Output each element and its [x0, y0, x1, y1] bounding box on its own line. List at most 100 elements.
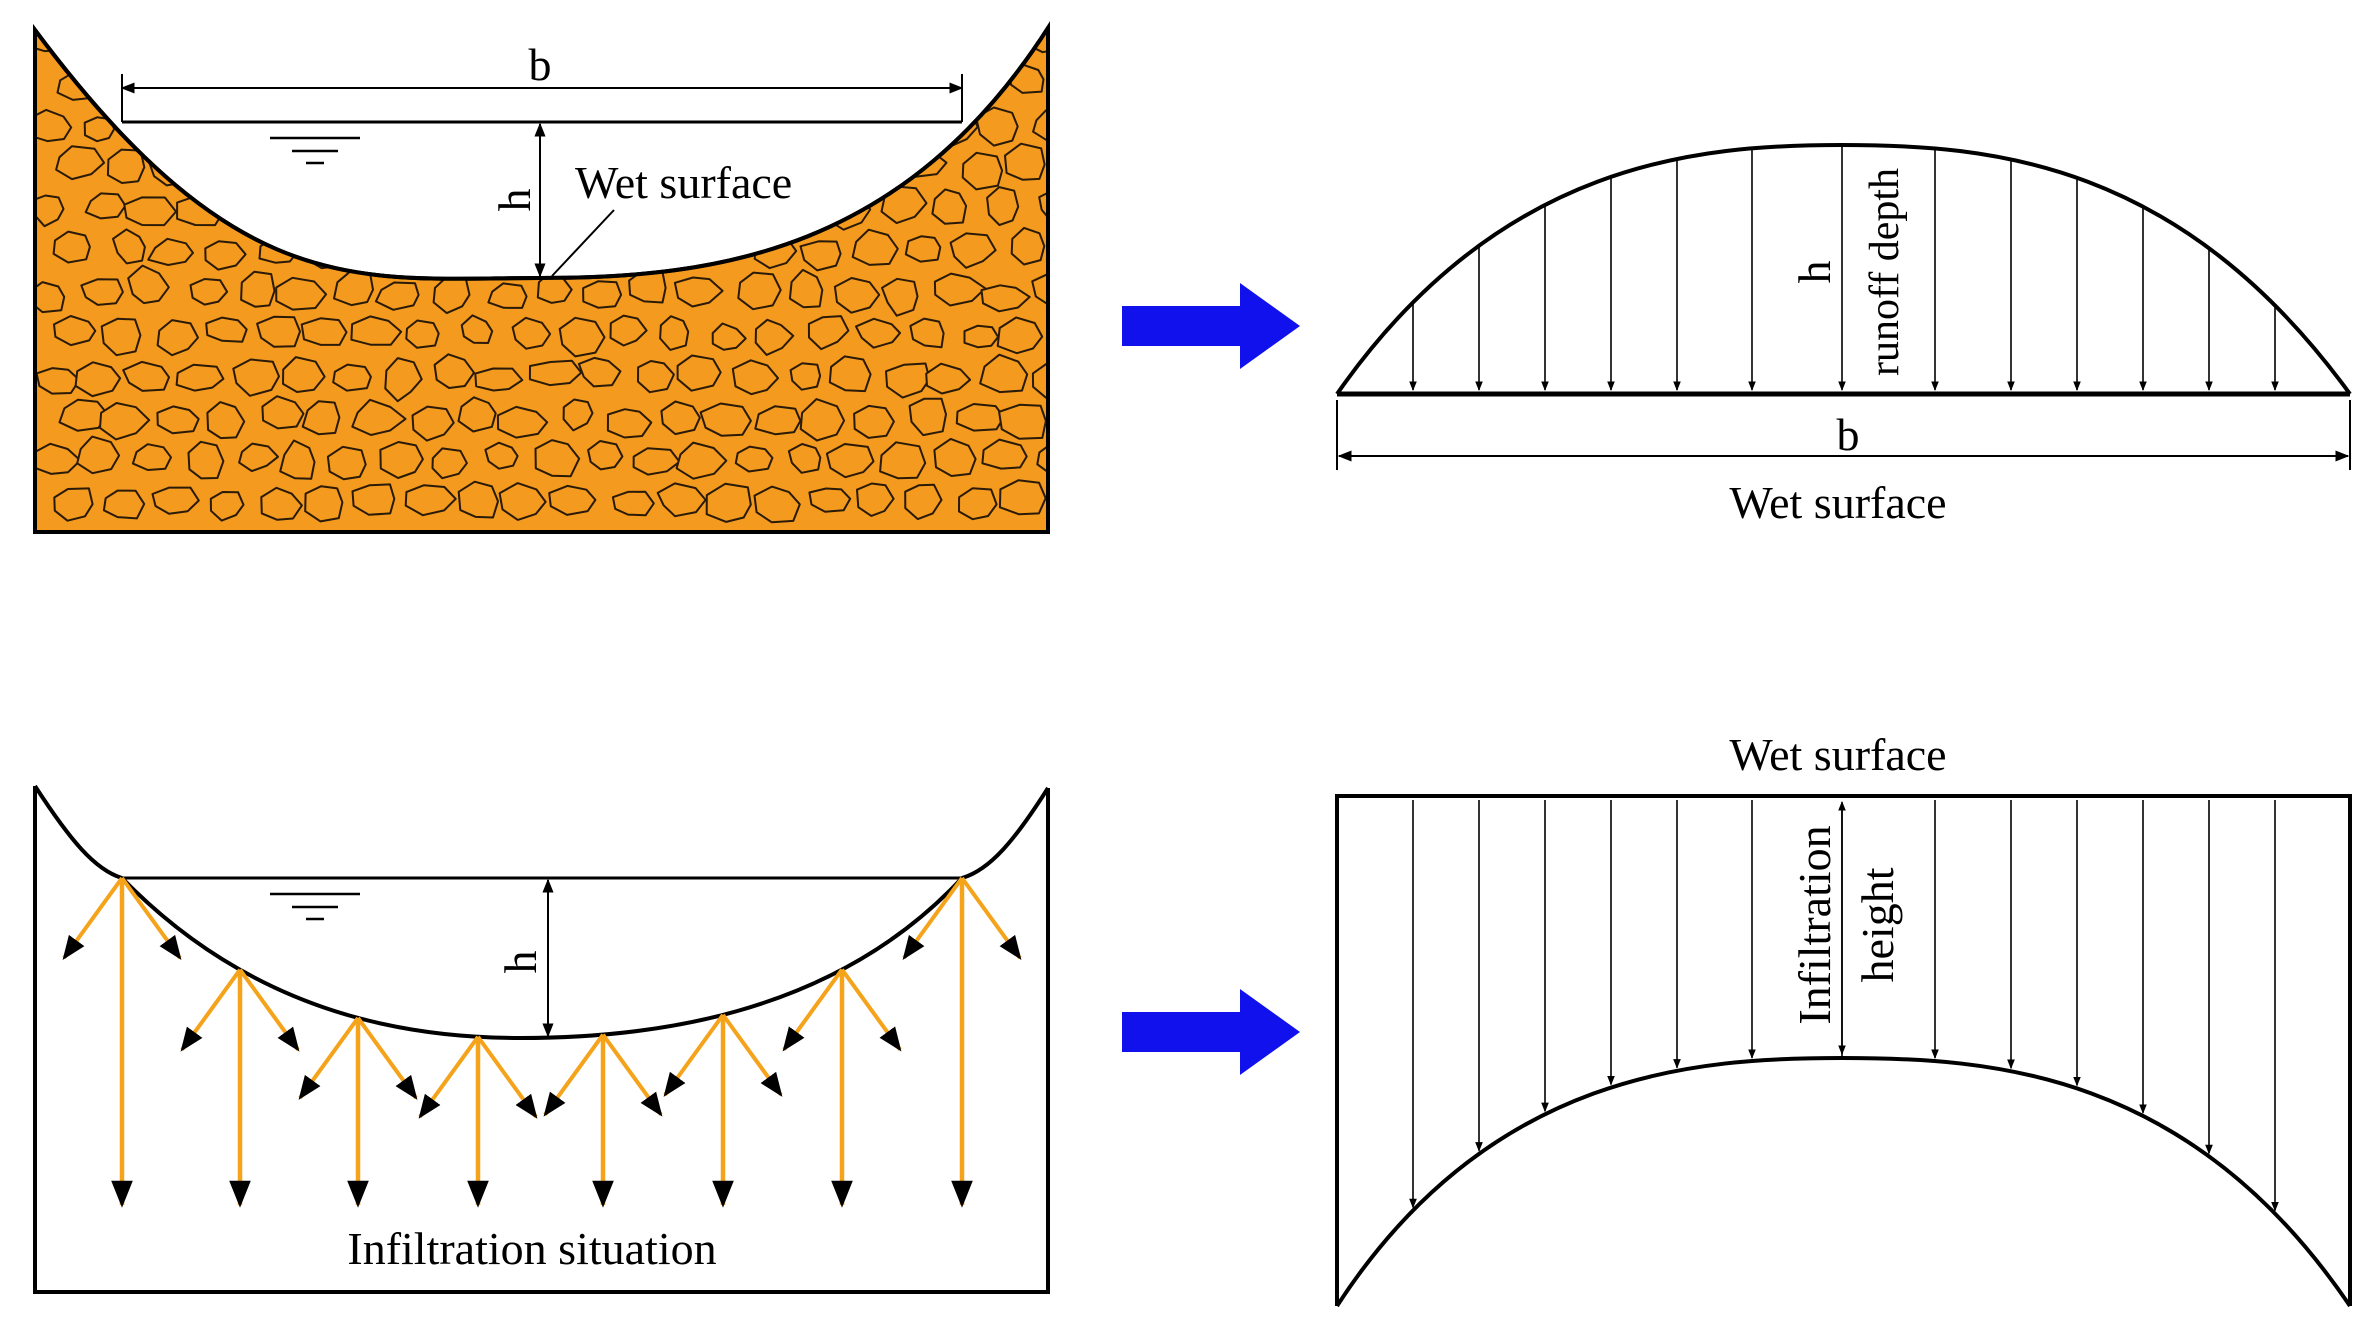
pebble	[487, 282, 528, 309]
pebble	[904, 235, 942, 263]
pebble	[961, 151, 1004, 191]
pebble	[908, 397, 947, 437]
pebble	[175, 363, 225, 392]
pebble	[656, 482, 707, 518]
pebble	[261, 395, 305, 430]
pebble	[35, 281, 66, 314]
pebble	[996, 316, 1044, 355]
infiltration-height-label-line2: height	[1852, 867, 1903, 982]
infiltration-arrow-left	[543, 1033, 605, 1117]
pebble	[305, 61, 348, 97]
pebble	[74, 361, 122, 398]
pebble	[410, 234, 453, 264]
pebble	[584, 28, 620, 50]
pebble	[336, 192, 374, 219]
pebble	[833, 277, 881, 314]
soil-outline	[33, 21, 1050, 534]
infiltration-arrow-right	[721, 1013, 783, 1097]
pebble	[731, 359, 779, 396]
pebble	[674, 114, 726, 142]
right-arrow-icon	[1122, 283, 1300, 369]
pebble	[350, 315, 403, 346]
pebble	[982, 28, 1033, 53]
panel-infiltration-height-distribution: Wet surface Infiltration height	[1335, 729, 2352, 1308]
pebble	[753, 485, 801, 524]
infiltration-situation-label: Infiltration situation	[347, 1223, 716, 1274]
pebble	[374, 281, 420, 311]
infiltration-arrow-right	[238, 968, 300, 1052]
pebble	[80, 278, 124, 306]
tr-wet-surface-label: Wet surface	[1729, 477, 1946, 528]
pebble	[496, 405, 549, 439]
br-wet-surface-label: Wet surface	[1729, 729, 1946, 780]
channel-bank-left	[33, 784, 123, 880]
pebble	[112, 228, 146, 265]
infiltration-arrow-right	[356, 1016, 418, 1100]
pebble	[104, 65, 151, 95]
pebble	[52, 230, 91, 264]
pebble	[955, 403, 1005, 432]
pebble	[660, 400, 701, 436]
pebble	[405, 319, 440, 349]
pebble	[699, 402, 752, 437]
pebble	[257, 58, 301, 101]
pebble	[981, 438, 1028, 470]
pebble	[431, 447, 468, 480]
pebble	[427, 111, 468, 140]
pebble	[123, 28, 179, 59]
pebble	[359, 140, 406, 180]
pebble	[252, 151, 300, 182]
pebble	[933, 272, 987, 307]
pebble	[559, 61, 605, 92]
pebble	[907, 70, 961, 98]
pebble	[147, 237, 194, 266]
infiltration-profile-curve	[1335, 1055, 2352, 1308]
pebble	[131, 443, 172, 471]
pebble	[909, 317, 945, 349]
runoff-h-label: h	[1789, 261, 1840, 284]
pebble	[528, 359, 583, 387]
pebble	[609, 232, 645, 267]
pebble	[788, 268, 824, 309]
pebble	[1032, 109, 1048, 141]
water-level-icon	[270, 136, 360, 165]
pebble	[979, 353, 1029, 394]
pebble	[609, 70, 648, 97]
pebble	[35, 367, 81, 395]
pebble	[787, 443, 822, 474]
pebble	[754, 405, 802, 436]
pebble	[637, 360, 675, 394]
pebble	[1036, 442, 1048, 476]
pebble	[205, 316, 248, 343]
wet-surface-leader	[551, 209, 615, 277]
pebble	[431, 193, 482, 231]
pebble	[808, 487, 852, 513]
pebble	[384, 357, 423, 403]
pebble	[206, 401, 246, 440]
infiltration-arrow-right	[960, 876, 1022, 960]
pebble	[379, 441, 424, 479]
pebble	[825, 443, 875, 479]
pebble	[304, 485, 344, 523]
pebble	[55, 145, 106, 181]
pebble	[754, 318, 795, 356]
pebble	[783, 28, 831, 59]
channel-bank-right	[961, 786, 1050, 880]
pebble	[548, 484, 597, 516]
infiltration-arrow-right	[601, 1033, 663, 1117]
pebble	[851, 228, 899, 266]
water-level-icon	[270, 892, 360, 921]
pebble	[35, 194, 65, 228]
bl-depth-label: h	[495, 951, 546, 974]
infiltration-height-label-line1: Infiltration	[1789, 825, 1840, 1024]
infiltration-arrow-left	[663, 1013, 725, 1097]
pebble	[100, 317, 142, 357]
pebble	[676, 354, 722, 392]
infiltration-height-arrows	[1409, 800, 2279, 1212]
pebble	[35, 442, 82, 475]
pebble	[122, 360, 170, 392]
pebble	[933, 437, 977, 477]
pebble	[507, 154, 556, 184]
pebble	[659, 315, 690, 351]
pebble	[734, 445, 774, 473]
